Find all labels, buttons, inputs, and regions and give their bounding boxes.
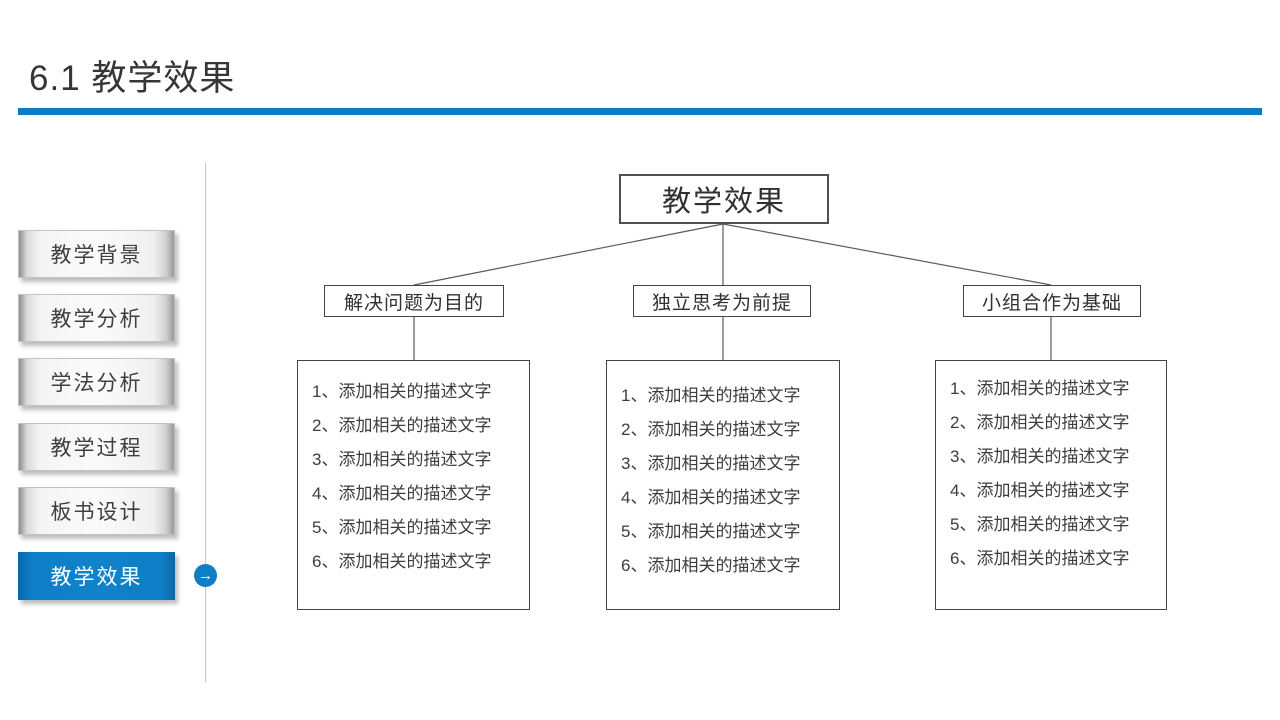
list-item: 4、添加相关的描述文字	[312, 484, 492, 503]
sidebar-divider-line	[205, 163, 206, 682]
list-item: 2、添加相关的描述文字	[950, 413, 1130, 432]
diagram-detail-list-3: 1、添加相关的描述文字 2、添加相关的描述文字 3、添加相关的描述文字 4、添加…	[935, 360, 1167, 610]
sidebar-item-label: 学法分析	[50, 372, 143, 395]
sidebar-item-teaching-background[interactable]: 教学背景	[18, 230, 175, 278]
list-item: 1、添加相关的描述文字	[950, 379, 1130, 398]
sidebar-item-teaching-analysis[interactable]: 教学分析	[18, 294, 175, 342]
sidebar-item-label: 教学背景	[50, 244, 143, 267]
sidebar-item-label: 板书设计	[50, 501, 143, 524]
sidebar-item-board-design[interactable]: 板书设计	[18, 487, 175, 535]
sidebar-item-label: 教学过程	[50, 437, 143, 460]
sidebar-item-label: 教学效果	[50, 566, 143, 589]
list-item: 6、添加相关的描述文字	[312, 552, 492, 571]
title-accent-rule	[18, 108, 1262, 115]
list-item: 5、添加相关的描述文字	[621, 522, 801, 541]
diagram-branch-node-problem-solving: 解决问题为目的	[324, 285, 504, 317]
list-item: 4、添加相关的描述文字	[950, 481, 1130, 500]
list-item: 2、添加相关的描述文字	[312, 416, 492, 435]
list-item: 1、添加相关的描述文字	[312, 382, 492, 401]
diagram-detail-list-2: 1、添加相关的描述文字 2、添加相关的描述文字 3、添加相关的描述文字 4、添加…	[606, 360, 840, 610]
list-item: 3、添加相关的描述文字	[950, 447, 1130, 466]
list-item: 3、添加相关的描述文字	[312, 450, 492, 469]
list-item: 3、添加相关的描述文字	[621, 454, 801, 473]
active-item-arrow-icon[interactable]: →	[194, 564, 217, 587]
list-item: 5、添加相关的描述文字	[312, 518, 492, 537]
page-title: 6.1 教学效果	[29, 59, 236, 98]
list-item: 2、添加相关的描述文字	[621, 420, 801, 439]
diagram-root-node: 教学效果	[619, 174, 829, 224]
list-item: 4、添加相关的描述文字	[621, 488, 801, 507]
sidebar-item-label: 教学分析	[50, 308, 143, 331]
list-item: 6、添加相关的描述文字	[621, 556, 801, 575]
list-item: 5、添加相关的描述文字	[950, 515, 1130, 534]
sidebar-item-teaching-process[interactable]: 教学过程	[18, 423, 175, 471]
sidebar-item-teaching-effect-active[interactable]: 教学效果	[18, 552, 175, 600]
list-item: 6、添加相关的描述文字	[950, 549, 1130, 568]
diagram-branch-node-independent-thinking: 独立思考为前提	[633, 285, 811, 317]
list-item: 1、添加相关的描述文字	[621, 386, 801, 405]
sidebar-item-learning-method-analysis[interactable]: 学法分析	[18, 358, 175, 406]
diagram-detail-list-1: 1、添加相关的描述文字 2、添加相关的描述文字 3、添加相关的描述文字 4、添加…	[297, 360, 530, 610]
diagram-branch-node-group-cooperation: 小组合作为基础	[963, 285, 1141, 317]
